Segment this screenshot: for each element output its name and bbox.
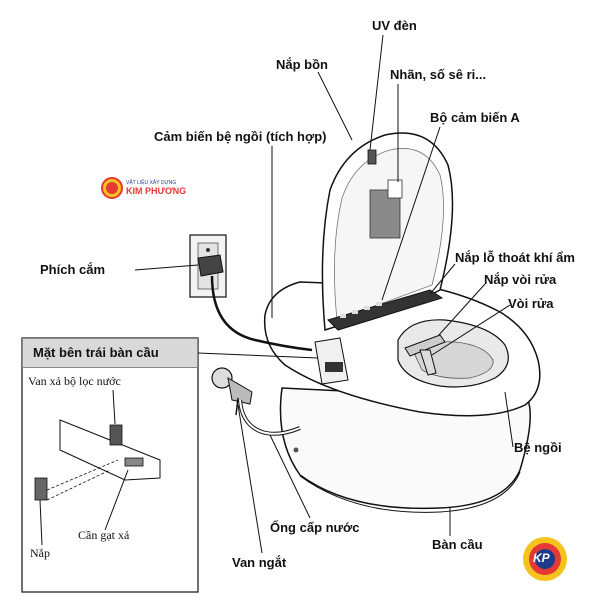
power-plug — [198, 255, 223, 276]
label-plug: Phích cắm — [40, 262, 105, 277]
label-vent-cover: Nắp lỗ thoát khí ẩm — [455, 250, 575, 265]
label-nozzle-cover: Nắp vòi rửa — [484, 272, 556, 287]
inset-filter-valve — [110, 425, 122, 445]
label-supply-pipe: Ống cấp nước — [270, 520, 359, 535]
label-serial: Nhãn, số sê ri... — [390, 67, 486, 82]
label-seat: Bệ ngồi — [514, 440, 562, 455]
label-seat-sensor: Cảm biến bệ ngồi (tích hợp) — [154, 129, 326, 144]
inset-label-cover: Nắp — [30, 546, 50, 561]
label-sensor-a: Bộ cảm biến A — [430, 110, 520, 125]
label-lid: Nắp bồn — [276, 57, 328, 72]
label-nozzle: Vòi rửa — [508, 296, 554, 311]
inset-cover — [35, 478, 47, 500]
label-bowl: Bàn cầu — [432, 537, 483, 552]
side-module-display — [325, 362, 343, 372]
inset-label-flush-lever: Cần gạt xả — [78, 528, 129, 543]
inset-flush-lever — [125, 458, 143, 466]
serial-label-sticker — [388, 180, 402, 198]
inset-title: Mặt bên trái bàn cầu — [22, 338, 198, 368]
label-shutoff-valve: Van ngắt — [232, 555, 286, 570]
logo-mark: KP — [533, 551, 550, 565]
label-uv-lamp: UV đèn — [372, 18, 417, 33]
logo-brand: KIM PHƯƠNG — [126, 186, 186, 196]
uv-lamp — [368, 150, 376, 164]
inset-label-filter-valve: Van xả bộ lọc nước — [28, 374, 121, 389]
